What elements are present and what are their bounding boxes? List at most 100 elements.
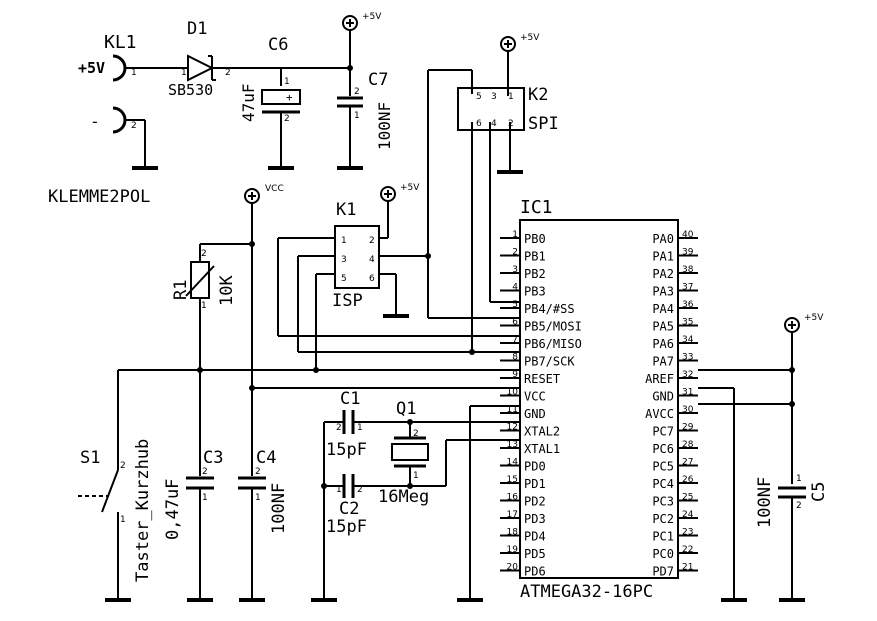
k2-type: SPI	[528, 114, 559, 134]
ic1-pin-label: PC4	[652, 477, 674, 491]
ic1-pin-label: PD5	[524, 547, 546, 561]
c5-value: 100NF	[755, 477, 775, 528]
ic1-pin-label: PC6	[652, 442, 674, 456]
ic1-pin-label: PD2	[524, 495, 546, 509]
svg-text:2: 2	[796, 501, 802, 511]
ic1-pin-label: PB3	[524, 285, 546, 299]
ic1-pin-label: PB7/SCK	[524, 355, 575, 369]
ic1-pin-label: PC3	[652, 495, 674, 509]
ic1-pin-number: 3	[512, 265, 518, 275]
ic1-pin-number: 26	[682, 475, 694, 485]
svg-text:6: 6	[369, 274, 375, 284]
ic1-pin-number: 15	[507, 475, 518, 485]
ic1-pin-number: 36	[682, 300, 694, 310]
ic1-pin-label: PB4/#SS	[524, 302, 575, 316]
c7-name: C7	[368, 70, 388, 90]
ic1-pin-number: 14	[507, 458, 519, 468]
ic1-pin-label: PA7	[652, 355, 674, 369]
ic1-pin-label: GND	[524, 407, 546, 421]
ic1-pin-number: 32	[682, 370, 693, 380]
ic1-pin-label: PB6/MISO	[524, 337, 582, 351]
ic1-pin-label: PC7	[652, 425, 674, 439]
svg-text:1: 1	[508, 92, 514, 102]
svg-text:1: 1	[202, 493, 208, 503]
ic1-pin-number: 4	[512, 283, 518, 293]
ic1-pin-label: PD0	[524, 460, 546, 474]
ic1-pin-number: 40	[682, 230, 694, 240]
ic1-pin-number: 28	[682, 440, 694, 450]
ic1-pin-label: PC5	[652, 460, 674, 474]
c5-name: C5	[809, 482, 829, 502]
ic1-pin-label: PD6	[524, 565, 546, 579]
ic1-pin-number: 33	[682, 353, 693, 363]
ic1-pin-number: 11	[507, 405, 518, 415]
c4-name: C4	[256, 448, 276, 468]
ic1-pin-number: 17	[507, 510, 518, 520]
q1-value: 16Meg	[378, 487, 429, 507]
ic1-pin-number: 37	[682, 283, 693, 293]
kl1-minus-label: -	[90, 112, 100, 131]
s1-value: Taster_Kurzhub	[133, 439, 153, 582]
ic1-pin-number: 18	[507, 528, 519, 538]
ic1-body	[519, 219, 679, 579]
ic1-pin-label: PD4	[524, 530, 546, 544]
ic1-pin-number: 22	[682, 545, 693, 555]
kl1-pin2: 2	[131, 121, 137, 131]
ic1-pin-number: 29	[682, 423, 694, 433]
ic1-pin-number: 38	[682, 265, 694, 275]
ic1-pin-label: PD1	[524, 477, 546, 491]
c2-value: 15pF	[326, 517, 367, 537]
ic1-pin-label: PA5	[652, 320, 674, 334]
svg-text:1: 1	[120, 515, 126, 525]
electrolytic-cap-icon	[261, 89, 301, 105]
ic1-pin-number: 21	[682, 563, 693, 573]
c1-name: C1	[340, 389, 360, 409]
svg-text:6: 6	[476, 119, 482, 129]
ic1-pin-number: 12	[507, 423, 518, 433]
c6-name: C6	[268, 35, 288, 55]
svg-text:+5V: +5V	[804, 313, 824, 323]
c4-value: 100NF	[269, 483, 289, 534]
svg-text:2: 2	[284, 114, 290, 124]
ic1-pin-number: 13	[507, 440, 518, 450]
ic1-right-pins: 40PA039PA138PA237PA336PA435PA534PA633PA7…	[645, 230, 698, 579]
ic1-pin-number: 35	[682, 318, 693, 328]
d1-value: SB530	[168, 81, 213, 99]
ic1-pin-label: GND	[652, 390, 674, 404]
crystal-icon	[391, 443, 429, 461]
svg-text:4: 4	[369, 255, 375, 265]
ic1-pin-label: RESET	[524, 372, 560, 386]
svg-text:1: 1	[255, 493, 261, 503]
ic1-pin-label: PD7	[652, 565, 674, 579]
d1-name: D1	[187, 19, 207, 39]
svg-text:+: +	[286, 91, 293, 104]
svg-text:2: 2	[336, 423, 342, 433]
svg-text:+5V: +5V	[520, 33, 540, 43]
ic1-pin-label: PB0	[524, 232, 546, 246]
svg-text:2: 2	[413, 429, 419, 439]
k1-type: ISP	[332, 291, 363, 311]
svg-text:1: 1	[413, 471, 419, 481]
ic1-pin-label: XTAL1	[524, 442, 560, 456]
svg-text:1: 1	[181, 68, 187, 78]
ic1-pin-label: AREF	[645, 372, 674, 386]
c1-value: 15pF	[326, 440, 367, 460]
svg-text:2: 2	[120, 461, 126, 471]
kl1-terminal-minus-icon	[112, 106, 127, 134]
ic1-pin-number: 23	[682, 528, 693, 538]
svg-text:2: 2	[225, 68, 231, 78]
svg-text:+5V: +5V	[400, 183, 420, 193]
kl1-plus-label: +5V	[78, 59, 105, 77]
ic1-pin-number: 2	[512, 248, 518, 258]
ic1-pin-number: 1	[512, 230, 518, 240]
c2-name: C2	[339, 499, 359, 519]
c3-value: 0,47uF	[163, 479, 183, 540]
ic1-pin-number: 10	[507, 388, 519, 398]
svg-text:2: 2	[357, 485, 363, 495]
svg-text:1: 1	[357, 423, 363, 433]
ic1-pin-number: 24	[682, 510, 694, 520]
ic1-pin-number: 7	[512, 335, 518, 345]
r1-name: R1	[171, 280, 191, 300]
ic1-pin-label: PA0	[652, 232, 674, 246]
